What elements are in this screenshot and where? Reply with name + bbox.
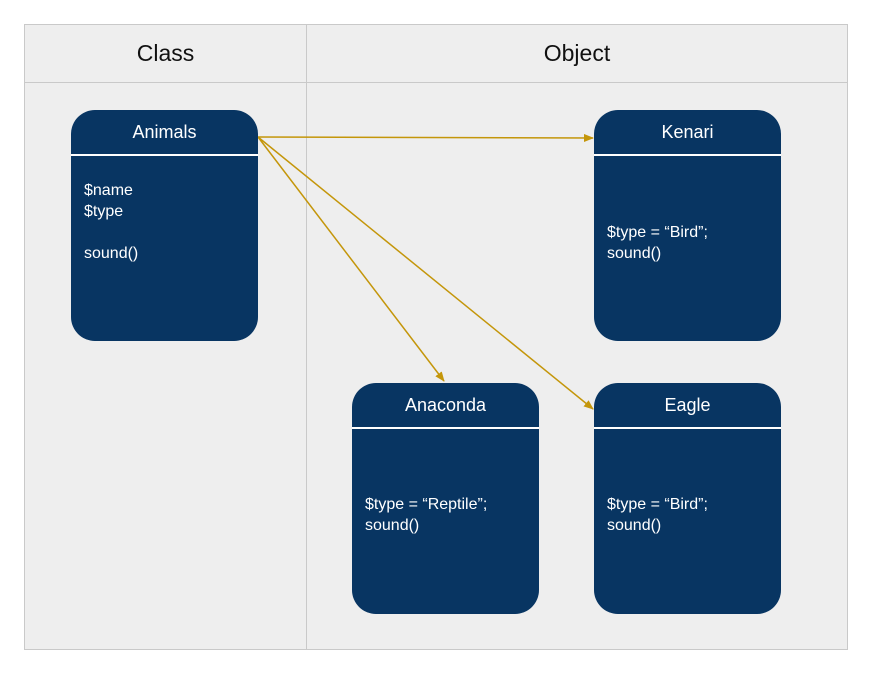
node-title: Kenari — [594, 110, 781, 156]
node-body: $type = “Bird”; sound() — [607, 494, 773, 536]
node-body: $name $type sound() — [84, 180, 250, 264]
class-column-header: Class — [136, 40, 195, 66]
header-divider — [24, 82, 848, 83]
attribute-type-value: $type = “Bird”; — [607, 496, 708, 513]
node-animals[interactable]: Animals $name $type sound() — [71, 110, 258, 341]
node-title: Eagle — [594, 383, 781, 429]
node-body: $type = “Reptile”; sound() — [365, 494, 531, 536]
blank-line — [84, 222, 250, 243]
node-body: $type = “Bird”; sound() — [607, 222, 773, 264]
attribute-name: $name — [84, 182, 133, 199]
method-sound: sound() — [607, 245, 662, 262]
node-kenari[interactable]: Kenari $type = “Bird”; sound() — [594, 110, 781, 341]
column-divider — [306, 24, 307, 650]
node-title: Animals — [71, 110, 258, 156]
method-sound: sound() — [607, 517, 662, 534]
method-sound: sound() — [365, 517, 420, 534]
method-sound: sound() — [84, 245, 139, 262]
node-eagle[interactable]: Eagle $type = “Bird”; sound() — [594, 383, 781, 614]
object-column-header: Object — [543, 40, 611, 66]
attribute-type: $type — [84, 203, 124, 220]
node-title: Anaconda — [352, 383, 539, 429]
attribute-type-value: $type = “Bird”; — [607, 224, 708, 241]
node-anaconda[interactable]: Anaconda $type = “Reptile”; sound() — [352, 383, 539, 614]
attribute-type-value: $type = “Reptile”; — [365, 496, 488, 513]
